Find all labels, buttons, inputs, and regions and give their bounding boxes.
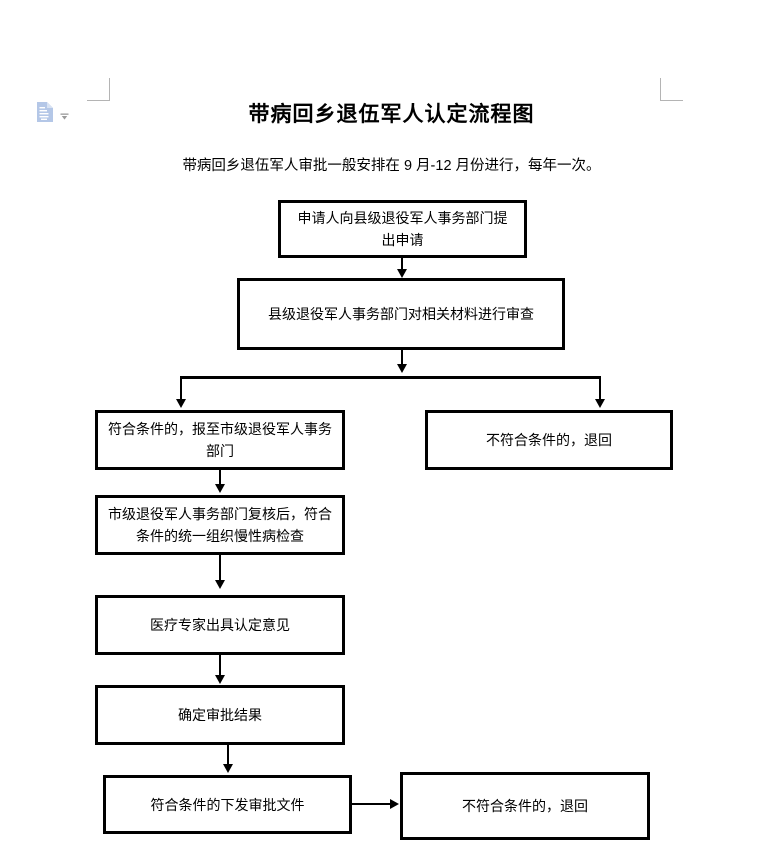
connector-n6-n7	[219, 655, 221, 678]
flow-node-label: 确定审批结果	[178, 707, 262, 723]
document-icon-widget[interactable]	[36, 101, 69, 123]
connector-n3-n5	[219, 470, 221, 486]
flow-node-label: 申请人向县级退役军人事务部门提出申请	[297, 210, 508, 248]
flow-node-final-decision[interactable]: 确定审批结果	[95, 685, 345, 745]
flow-node-label: 县级退役军人事务部门对相关材料进行审查	[268, 306, 534, 322]
page-title: 带病回乡退伍军人认定流程图	[248, 102, 535, 126]
flow-node-apply[interactable]: 申请人向县级退役军人事务部门提出申请	[278, 200, 527, 258]
document-icon[interactable]	[36, 101, 54, 123]
flow-node-label: 市级退役军人事务部门复核后，符合条件的统一组织慢性病检查	[108, 506, 332, 544]
flow-node-label: 不符合条件的，退回	[486, 432, 612, 448]
arrow-n8-n9	[390, 799, 399, 809]
connector-n2-branch	[401, 350, 403, 366]
arrow-n5-n6	[215, 580, 225, 589]
flow-node-label: 不符合条件的，退回	[462, 798, 588, 814]
arrow-branch-right	[595, 399, 605, 408]
arrow-n6-n7	[215, 675, 225, 684]
arrow-branch-left	[176, 399, 186, 408]
flow-node-expert-opinion[interactable]: 医疗专家出具认定意见	[95, 595, 345, 655]
connector-branch-right	[599, 379, 601, 402]
connector-branch-left	[180, 379, 182, 402]
flow-node-rejected-county[interactable]: 不符合条件的，退回	[425, 410, 673, 470]
flow-node-qualified-to-city[interactable]: 符合条件的，报至市级退役军人事务部门	[95, 410, 345, 470]
connector-n5-n6	[219, 555, 221, 583]
branch-bar	[180, 376, 601, 379]
crop-mark-top-left	[87, 78, 110, 101]
flow-node-city-recheck[interactable]: 市级退役军人事务部门复核后，符合条件的统一组织慢性病检查	[95, 495, 345, 555]
arrow-n2-branch	[397, 364, 407, 373]
connector-n1-n2	[401, 258, 403, 272]
flow-node-rejected-final[interactable]: 不符合条件的，退回	[400, 772, 650, 840]
connector-n7-n8	[227, 745, 229, 767]
arrow-n3-n5	[215, 484, 225, 493]
flow-node-label: 医疗专家出具认定意见	[150, 617, 290, 633]
arrow-n1-n2	[397, 269, 407, 278]
flow-node-label: 符合条件的下发审批文件	[150, 796, 305, 813]
flow-node-label: 符合条件的，报至市级退役军人事务部门	[108, 421, 332, 459]
connector-n8-n9	[352, 803, 392, 805]
flow-node-county-review[interactable]: 县级退役军人事务部门对相关材料进行审查	[237, 278, 565, 350]
flow-node-issue-approval-doc[interactable]: 符合条件的下发审批文件	[103, 775, 352, 834]
arrow-n7-n8	[223, 764, 233, 773]
page-subtitle: 带病回乡退伍军人审批一般安排在 9 月-12 月份进行，每年一次。	[182, 158, 601, 174]
chevron-down-icon[interactable]	[60, 108, 69, 120]
crop-mark-top-right	[660, 78, 683, 101]
